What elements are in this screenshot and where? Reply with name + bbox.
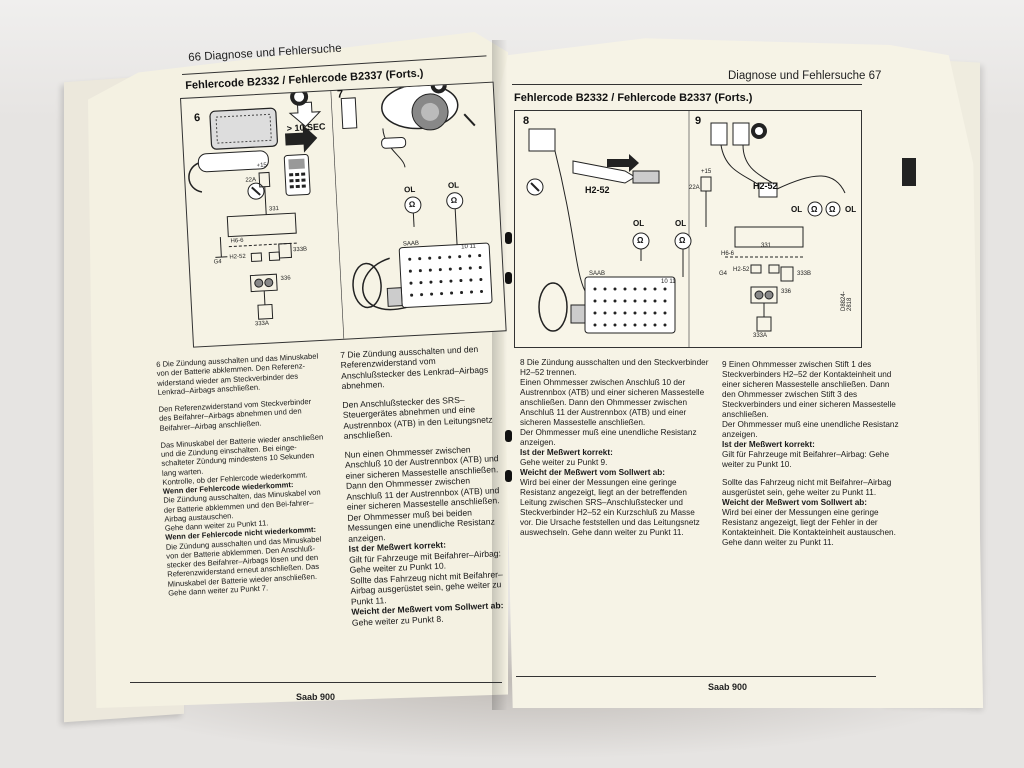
wiring-illustration-right xyxy=(526,111,846,347)
paragraph: Wird bei einer der Messungen eine gering… xyxy=(722,508,896,547)
figure-code: D8824-2818 xyxy=(841,291,853,311)
connector-label: H2-52 xyxy=(753,181,778,191)
paragraph: 8 Die Zündung ausschalten und den Steckv… xyxy=(520,358,709,377)
fig-label: 22A xyxy=(689,185,700,191)
figure-box-right: 8 H2-52 OL Ω OL Ω SAAB 10 11 9 +15 22A H… xyxy=(514,110,862,348)
index-tab xyxy=(902,158,916,186)
right-section-title: Fehlercode B2332 / Fehlercode B2337 (For… xyxy=(514,92,753,104)
ohm-symbol: Ω xyxy=(450,195,458,205)
paragraph: Einen Ohmmesser zwischen Anschluß 10 der… xyxy=(520,378,705,427)
ohm-symbol: Ω xyxy=(637,236,644,245)
fig-label: H2-52 xyxy=(733,267,750,273)
binding-ring xyxy=(505,232,512,244)
fig-label: OL xyxy=(675,219,687,228)
paragraph: Gehe weiter zu Punkt 9. xyxy=(520,458,608,467)
binding-ring xyxy=(505,470,512,482)
ohm-symbol: Ω xyxy=(408,199,416,210)
fig-label: OL xyxy=(791,205,803,214)
bold-heading: Ist der Meßwert korrekt: xyxy=(722,440,815,449)
paragraph: 7 Die Zündung ausschalten und den Refere… xyxy=(340,343,489,392)
wiring-illustration-left xyxy=(188,82,493,339)
fig-label: 333A xyxy=(254,320,270,328)
fig-label: G4 xyxy=(213,259,222,266)
fig-label: SAAB xyxy=(589,271,606,277)
paragraph: Sollte das Fahrzeug nicht mit Beifahrer–… xyxy=(722,478,892,497)
connector-label: H2-52 xyxy=(585,185,610,195)
paragraph: Der Ohmmesser muß eine unendliche Resist… xyxy=(722,420,899,439)
paragraph: Den Anschlußstecker des SRS–Steuergeräte… xyxy=(342,394,493,442)
fig-label: SAAB xyxy=(402,240,420,248)
ohm-symbol: Ω xyxy=(811,205,818,214)
footer-rule xyxy=(516,676,876,677)
fig-label: OL xyxy=(403,184,416,195)
fig-label: OL xyxy=(845,205,857,214)
figure-number: 6 xyxy=(193,111,201,125)
right-running-head: Diagnose und Fehlersuche 67 xyxy=(728,70,882,82)
fig-label: 336 xyxy=(781,289,792,295)
fig-label: 333B xyxy=(292,246,308,254)
fig-label: H6-6 xyxy=(230,237,244,245)
fig-label: H2-52 xyxy=(229,253,246,261)
paragraph: Nun einen Ohmmesser zwischen Anschluß 10… xyxy=(344,444,500,513)
fig-label: 331 xyxy=(761,243,772,249)
left-text-column-2: 7 Die Zündung ausschalten und den Refere… xyxy=(340,343,512,628)
fig-label: OL xyxy=(633,219,645,228)
header-rule xyxy=(512,84,862,85)
binding-ring xyxy=(505,430,512,442)
figure-number: 9 xyxy=(695,115,702,127)
paragraph: Der Ohmmesser muß eine unendliche Resist… xyxy=(520,428,697,447)
timer-label: > 10 SEC xyxy=(286,121,326,134)
binding-ring xyxy=(505,272,512,284)
fig-label: 333B xyxy=(797,271,812,277)
paragraph: 9 Einen Ohmmesser zwischen Stift 1 des S… xyxy=(722,360,896,419)
bold-heading: Ist der Meßwert korrekt: xyxy=(520,448,613,457)
fig-label: 10 11 xyxy=(461,243,476,251)
fig-label: OL xyxy=(447,180,460,191)
fig-label: +15 xyxy=(256,162,267,170)
ohm-symbol: Ω xyxy=(829,205,836,214)
figure-number: 7 xyxy=(336,88,344,101)
bold-heading: Weicht der Meßwert vom Sollwert ab: xyxy=(520,468,665,477)
figure-number: 8 xyxy=(523,115,530,127)
fig-label: 336 xyxy=(280,275,291,282)
paragraph: Gilt für Fahrzeuge mit Beifahrer–Airbag:… xyxy=(722,450,890,469)
right-text-column-1: 8 Die Zündung ausschalten und den Steckv… xyxy=(520,358,710,538)
fig-label: 22A xyxy=(245,177,257,184)
fig-label: 333A xyxy=(753,333,768,339)
paragraph: Die Zündung ausschalten und das Minuskab… xyxy=(165,534,322,589)
fig-label: 331 xyxy=(268,205,280,213)
fig-label: +15 xyxy=(701,169,712,175)
fig-label: 10 11 xyxy=(661,279,676,285)
paragraph: Wird bei einer der Messungen eine gering… xyxy=(520,478,700,537)
right-footer: Saab 900 xyxy=(708,682,748,692)
fig-label: G4 xyxy=(719,271,728,277)
left-footer: Saab 900 xyxy=(296,692,336,702)
footer-rule xyxy=(130,682,502,683)
left-text-column-1: 6 Die Zündung ausschalten und das Minusk… xyxy=(156,351,334,598)
fig-label: H6-6 xyxy=(721,251,735,257)
right-text-column-2: 9 Einen Ohmmesser zwischen Stift 1 des S… xyxy=(722,360,904,548)
bold-heading: Weicht der Meßwert vom Sollwert ab: xyxy=(722,498,867,507)
ohm-symbol: Ω xyxy=(679,236,686,245)
figure-box-left: 6 > 10 SEC +15 22A 331 H6-6 G4 H2-52 333… xyxy=(180,81,507,348)
